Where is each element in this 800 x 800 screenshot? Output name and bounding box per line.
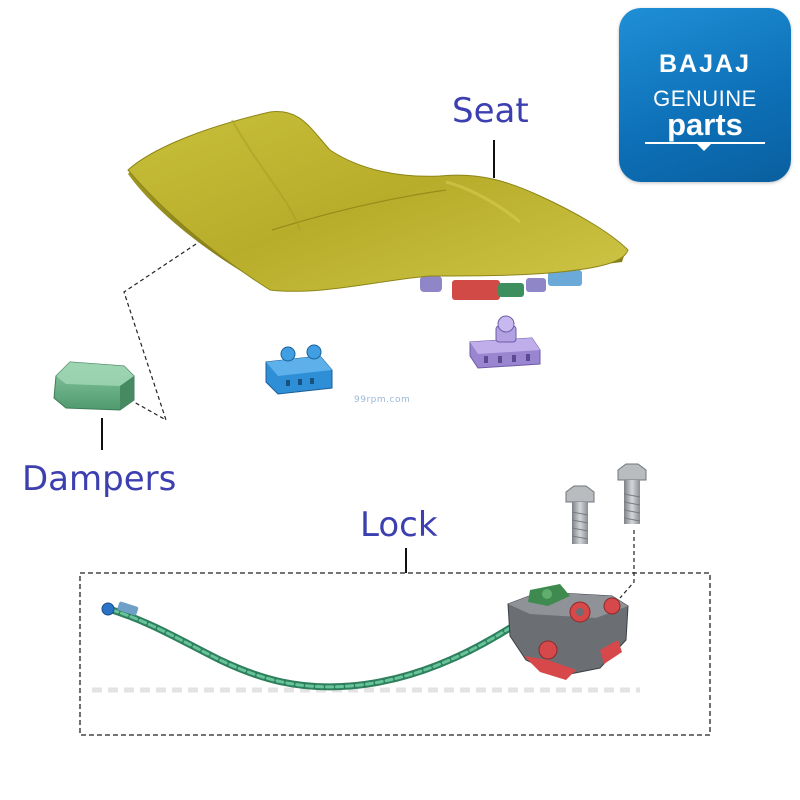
bolt-part-left	[565, 485, 595, 544]
bolt-dashed-leader	[619, 530, 635, 599]
logo-arrow-icon	[697, 144, 711, 151]
watermark-text: 99rpm.com	[354, 395, 411, 405]
logo-parts-text: parts	[667, 107, 743, 142]
damper-part	[53, 361, 135, 411]
logo-underline	[645, 142, 765, 144]
seat-part	[127, 110, 629, 300]
lock-cable-part	[101, 601, 524, 691]
dampers-label: Dampers	[22, 459, 177, 499]
purple-clip-part	[469, 315, 541, 369]
bolt-part-right	[617, 463, 647, 524]
blue-clip-part	[265, 344, 333, 395]
logo-brand-text: BAJAJ	[659, 50, 751, 78]
lock-label: Lock	[360, 505, 438, 545]
seat-label: Seat	[452, 91, 529, 131]
lock-mechanism-part	[507, 584, 629, 680]
logo-genuine-text: GENUINE	[653, 86, 757, 111]
lock-assembly-dashed-box	[79, 572, 711, 736]
seat-underside-fixtures	[350, 270, 582, 300]
bajaj-genuine-parts-logo: BAJAJ GENUINE parts	[619, 8, 791, 182]
damper-dashed-leader	[123, 243, 197, 422]
